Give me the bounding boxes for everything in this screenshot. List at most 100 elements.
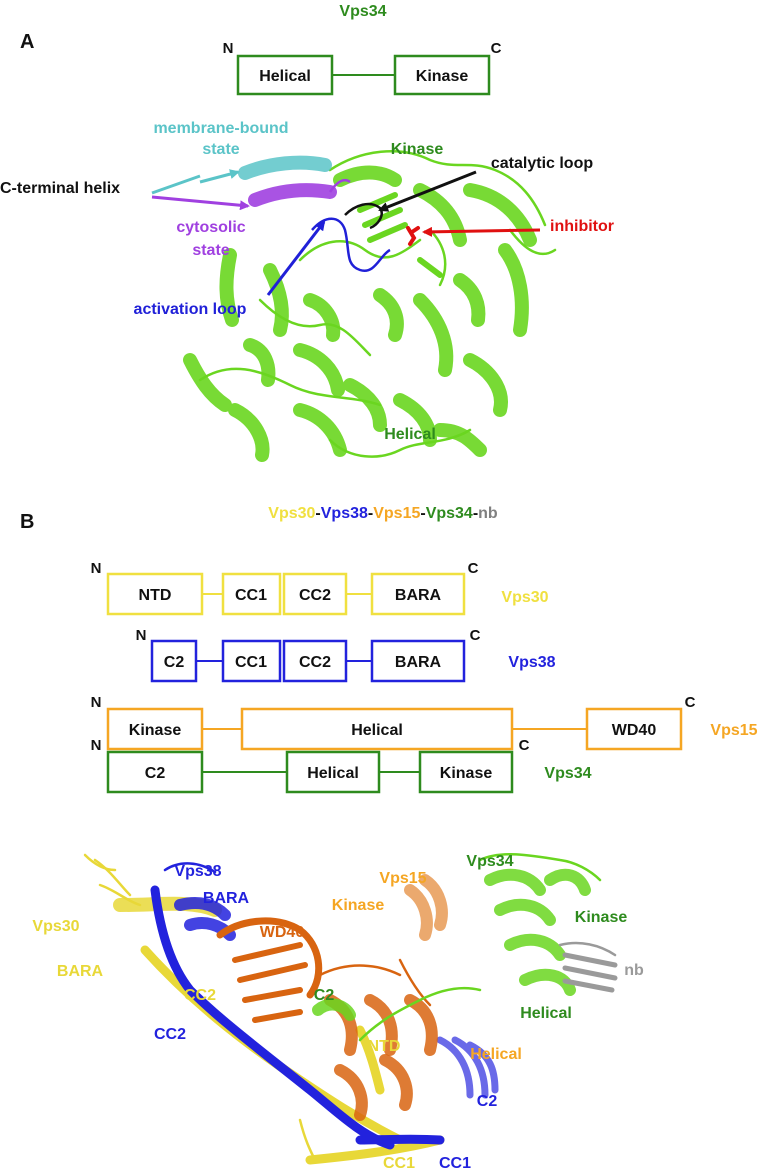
vps15-row-name: Vps15 bbox=[710, 722, 757, 739]
vps30-row-name: Vps30 bbox=[501, 589, 548, 606]
title-part-vps15: Vps15 bbox=[373, 505, 420, 522]
vps38-label-cc1: CC1 bbox=[235, 654, 267, 671]
label-helical-a: Helical bbox=[384, 426, 436, 443]
arrow-cytosolic bbox=[151, 195, 250, 211]
panel-a: A Vps34 N C Helical Kinase bbox=[0, 3, 614, 462]
struct-label-vps38-cc2: CC2 bbox=[154, 1026, 186, 1043]
panel-b-letter: B bbox=[20, 511, 34, 533]
vps34-n-label: N bbox=[91, 737, 102, 754]
arrow-inhibitor bbox=[422, 226, 541, 237]
vps30-label-cc2: CC2 bbox=[299, 587, 331, 604]
struct-label-vps15-wd40: WD40 bbox=[260, 924, 305, 941]
inhibitor-molecule bbox=[406, 226, 420, 246]
struct-label-vps38: Vps38 bbox=[174, 863, 221, 880]
vps34-domain-diagram-a: N C Helical Kinase bbox=[223, 40, 502, 96]
struct-label-vps15: Vps15 bbox=[379, 870, 426, 887]
vps34-label-kinase: Kinase bbox=[440, 765, 493, 782]
panel-a-letter: A bbox=[20, 31, 34, 53]
vps15-label-wd40: WD40 bbox=[612, 722, 657, 739]
vps15-box-wd40 bbox=[585, 707, 683, 751]
struct-label-vps38-cc1: CC1 bbox=[439, 1155, 471, 1172]
struct-label-vps30-bara: BARA bbox=[57, 963, 104, 980]
label-inhibitor: inhibitor bbox=[550, 218, 614, 235]
label-catalytic-loop: catalytic loop bbox=[491, 155, 593, 172]
label-cytosolic-1: cytosolic bbox=[176, 219, 245, 236]
domain-label-helical: Helical bbox=[259, 68, 311, 85]
title-part-dash-4: - bbox=[473, 505, 478, 522]
vps38-label-cc2: CC2 bbox=[299, 654, 331, 671]
vps38-domain-row bbox=[150, 639, 466, 683]
vps30-box-bara bbox=[370, 572, 466, 616]
struct-label-vps34: Vps34 bbox=[466, 853, 513, 870]
title-part-dash-3: - bbox=[420, 505, 425, 522]
vps34-c-label: C bbox=[519, 737, 530, 754]
title-part-vps34: Vps34 bbox=[426, 505, 473, 522]
cytosolic-helix bbox=[248, 183, 337, 207]
struct-label-vps30: Vps30 bbox=[32, 918, 79, 935]
label-cytosolic-2: state bbox=[192, 242, 229, 259]
struct-label-vps15-helical: Helical bbox=[470, 1046, 522, 1063]
vps34-label-helical: Helical bbox=[307, 765, 359, 782]
domain-box-kinase bbox=[393, 54, 491, 96]
vps34-box-kinase bbox=[418, 750, 514, 794]
label-c-terminal-helix: C-terminal helix bbox=[0, 180, 120, 197]
vps15-c-label: C bbox=[685, 694, 696, 711]
arrow-c-terminal-cyan bbox=[151, 174, 201, 195]
vps38-box-cc2 bbox=[282, 639, 348, 683]
vps30-box-ntd bbox=[106, 572, 204, 616]
cytosolic-helix-tail bbox=[328, 178, 351, 193]
vps34-row-name: Vps34 bbox=[544, 765, 591, 782]
struct-label-vps15-kinase: Kinase bbox=[332, 897, 385, 914]
vps34-domain-row bbox=[106, 750, 514, 794]
title-part-dash-2: - bbox=[368, 505, 373, 522]
vps38-n-label: N bbox=[136, 627, 147, 644]
vps34-label-c2: C2 bbox=[145, 765, 166, 782]
vps38-row-name: Vps38 bbox=[508, 654, 555, 671]
label-kinase-a: Kinase bbox=[391, 141, 444, 158]
vps30-box-cc1 bbox=[221, 572, 282, 616]
vps30-c-label: C bbox=[468, 560, 479, 577]
vps15-label-kinase: Kinase bbox=[129, 722, 182, 739]
struct-label-vps38-c2: C2 bbox=[477, 1093, 498, 1110]
n-terminus-label: N bbox=[223, 40, 234, 57]
vps38-label-bara: BARA bbox=[395, 654, 442, 671]
title-part-nb: nb bbox=[478, 505, 498, 522]
struct-label-vps34-helical: Helical bbox=[520, 1005, 572, 1022]
vps15-box-kinase bbox=[106, 707, 204, 751]
label-activation-loop: activation loop bbox=[134, 301, 247, 318]
vps34-box-helical bbox=[285, 750, 381, 794]
arrow-catalytic-loop bbox=[378, 170, 477, 212]
struct-label-vps34-kinase: Kinase bbox=[575, 909, 628, 926]
title-part-vps38: Vps38 bbox=[321, 505, 368, 522]
struct-label-vps30-cc2: CC2 bbox=[184, 987, 216, 1004]
vps34-box-c2 bbox=[106, 750, 204, 794]
vps30-box-cc2 bbox=[282, 572, 348, 616]
struct-label-vps30-ntd: NTD bbox=[368, 1038, 401, 1055]
arrow-membrane-bound bbox=[199, 169, 240, 184]
vps38-c-label: C bbox=[470, 627, 481, 644]
vps30-label-ntd: NTD bbox=[139, 587, 172, 604]
vps30-n-label: N bbox=[91, 560, 102, 577]
vps34-structure-a bbox=[183, 150, 557, 462]
vps15-domain-row bbox=[106, 707, 683, 751]
title-part-vps30: Vps30 bbox=[268, 505, 315, 522]
vps34-chain bbox=[312, 852, 602, 1042]
vps30-label-bara: BARA bbox=[395, 587, 442, 604]
vps15-label-helical: Helical bbox=[351, 722, 403, 739]
domain-box-helical bbox=[236, 54, 334, 96]
vps38-box-c2 bbox=[150, 639, 198, 683]
panel-b-title: Vps30-Vps38-Vps15-Vps34-nb bbox=[268, 505, 498, 522]
activation-loop-trace bbox=[311, 217, 391, 273]
vps38-label-c2: C2 bbox=[164, 654, 185, 671]
struct-label-nb: nb bbox=[624, 962, 644, 979]
vps38-box-cc1 bbox=[221, 639, 282, 683]
vps38-box-bara bbox=[370, 639, 466, 683]
nb-chain bbox=[558, 941, 618, 993]
membrane-bound-helix bbox=[238, 155, 332, 180]
vps30-domain-row bbox=[106, 572, 466, 616]
vps15-n-label: N bbox=[91, 694, 102, 711]
struct-label-vps38-bara: BARA bbox=[203, 890, 250, 907]
struct-label-vps34-c2: C2 bbox=[314, 987, 335, 1004]
panel-b: B Vps30-Vps38-Vps15-Vps34-nb N C NTD CC1… bbox=[20, 505, 758, 1172]
